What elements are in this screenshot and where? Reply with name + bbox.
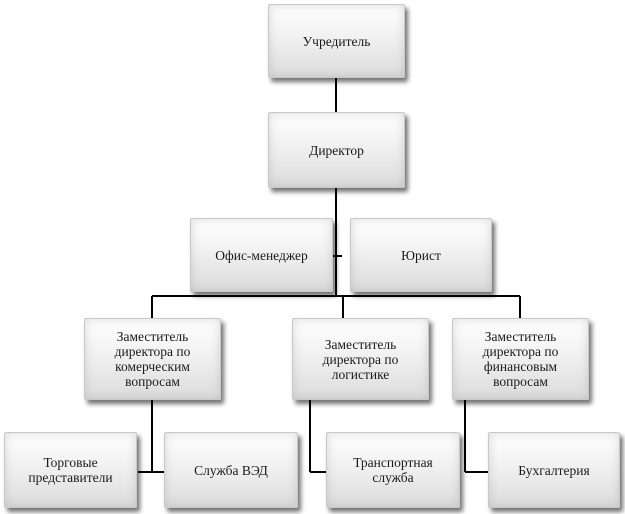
deputy-logistics-label: Заместитель директора по логистике xyxy=(322,336,399,382)
sales-reps-label: Торговые представители xyxy=(28,455,113,485)
transport-service-label: Транспортная служба xyxy=(353,455,433,485)
accounting-box: Бухгалтерия xyxy=(488,432,620,508)
founder-box: Учредитель xyxy=(268,4,405,78)
fea-service-label: Служба ВЭД xyxy=(194,462,268,478)
accounting-label: Бухгалтерия xyxy=(518,462,590,478)
office-manager-box: Офис-менеджер xyxy=(190,218,333,292)
office-manager-label: Офис-менеджер xyxy=(215,247,308,263)
lawyer-label: Юрист xyxy=(401,247,441,263)
lawyer-box: Юрист xyxy=(350,218,492,292)
fea-service-box: Служба ВЭД xyxy=(164,432,298,508)
deputy-logistics-box: Заместитель директора по логистике xyxy=(292,318,429,400)
transport-service-box: Транспортная служба xyxy=(326,432,460,508)
deputy-commercial-box: Заместитель директора по комерческим воп… xyxy=(84,318,221,400)
founder-label: Учредитель xyxy=(302,33,371,49)
director-label: Директор xyxy=(309,142,364,158)
sales-reps-box: Торговые представители xyxy=(4,432,137,508)
deputy-finance-box: Заместитель директора по финансовым вопр… xyxy=(452,318,589,400)
director-box: Директор xyxy=(268,112,405,188)
deputy-commercial-label: Заместитель директора по комерческим воп… xyxy=(114,329,191,389)
deputy-finance-label: Заместитель директора по финансовым вопр… xyxy=(482,329,559,389)
